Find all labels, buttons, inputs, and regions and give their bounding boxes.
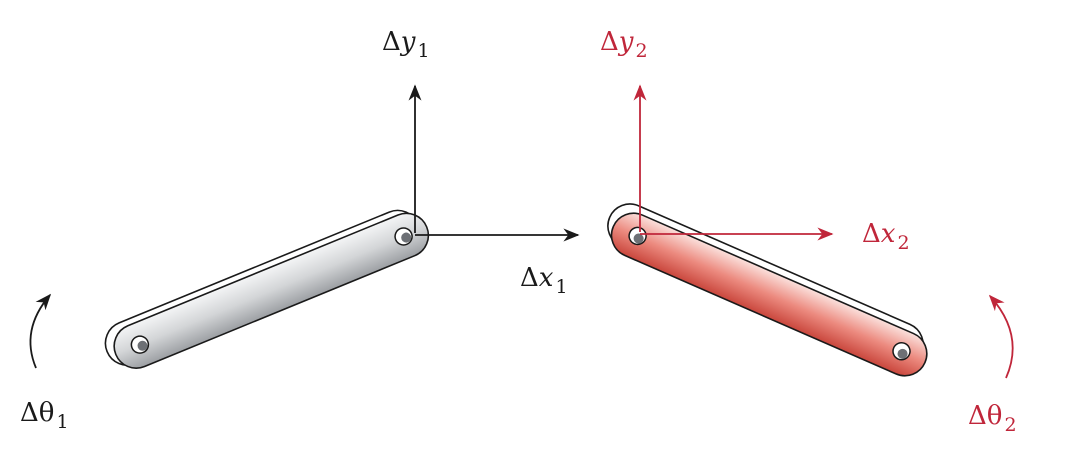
link-1-hole-left [130,335,150,354]
link-2-front-plate [610,212,928,377]
link-2-hole-right [892,341,911,361]
link-1 [104,209,430,369]
link-2 [607,203,928,377]
link-2-hole-left [628,226,647,246]
dtheta2-arrow [988,294,1014,379]
link-1-front-plate [113,212,430,369]
dtheta1-arrow [29,293,52,369]
link-1-hole-right [394,227,413,246]
